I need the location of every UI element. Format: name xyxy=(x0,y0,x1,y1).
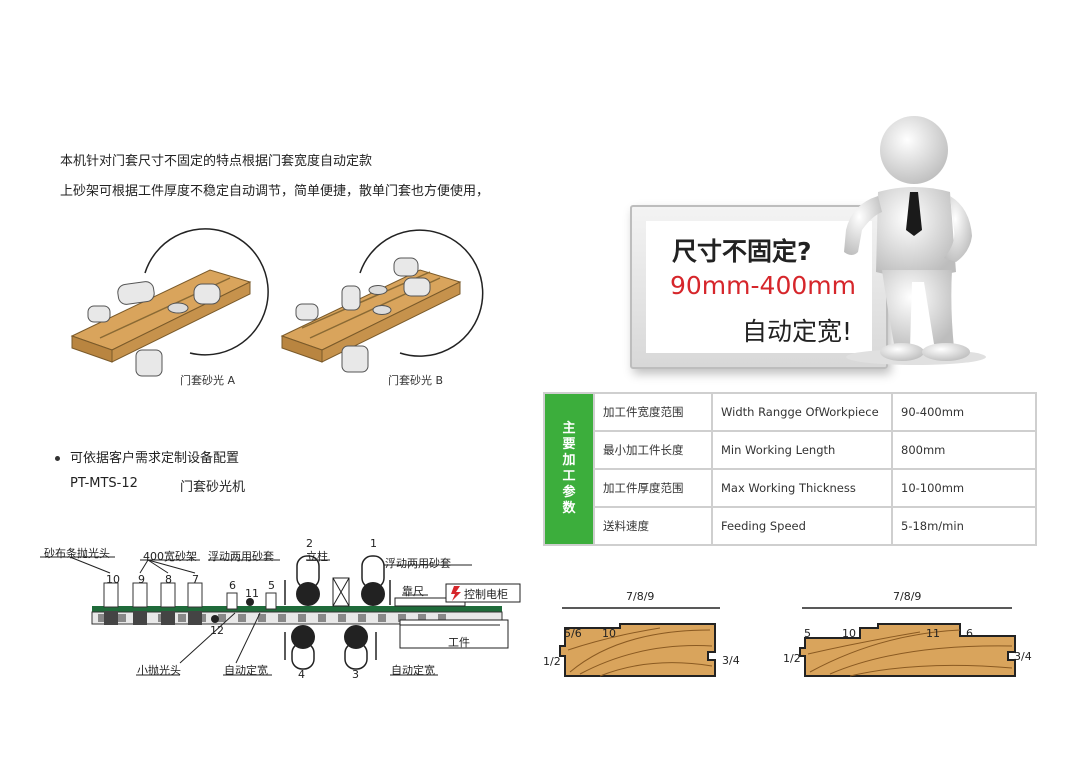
param-cn: 最小加工件长度 xyxy=(593,430,713,470)
table-row: 最小加工件长度 Min Working Length 800mm xyxy=(544,430,1037,470)
param-en: Min Working Length xyxy=(711,430,893,470)
profile-right-r1: 3/4 xyxy=(1014,650,1032,663)
params-table: 主要加工参数 加工件宽度范围 Width Rangge OfWorkpiece … xyxy=(543,392,1037,546)
profile-left xyxy=(559,607,720,677)
board-auto: 自动定宽! xyxy=(742,317,853,346)
machine-schematic xyxy=(40,555,521,676)
label-column: 立柱 xyxy=(306,550,328,563)
intro-line-1: 本机针对门套尺寸不固定的特点根据门套宽度自动定款 xyxy=(60,154,373,169)
table-row: 送料速度 Feeding Speed 5-18m/min xyxy=(544,506,1037,546)
machine-num: 2 xyxy=(306,537,313,550)
profile-left-l3: 1/2 xyxy=(543,655,561,668)
machine-num: 6 xyxy=(229,579,236,592)
label-small-head: 小抛光头 xyxy=(137,664,181,677)
profile-right-l3: 1/2 xyxy=(783,652,801,665)
profile-right-l2: 10 xyxy=(842,627,856,640)
machine-num: 7 xyxy=(192,573,199,586)
param-en: Feeding Speed xyxy=(711,506,893,546)
machine-num: 4 xyxy=(298,668,305,681)
label-float-right: 浮动两用砂套 xyxy=(385,557,451,570)
param-value: 800mm xyxy=(891,430,1037,470)
custom-note-text: 可依据客户需求定制设备配置 xyxy=(70,451,240,466)
label-auto-right: 自动定宽 xyxy=(391,664,435,677)
machine-num: 5 xyxy=(268,579,275,592)
table-row: 主要加工参数 加工件宽度范围 Width Rangge OfWorkpiece … xyxy=(543,392,1037,546)
profile-left-l1: 5/6 xyxy=(564,627,582,640)
machine-num: 11 xyxy=(245,587,259,600)
param-cn: 加工件厚度范围 xyxy=(593,468,713,508)
label-belt-head: 砂布条抛光头 xyxy=(44,547,110,560)
bullet-icon xyxy=(55,456,60,461)
info-board xyxy=(630,205,888,369)
param-value: 10-100mm xyxy=(891,468,1037,508)
figure-a-caption: 门套砂光 A xyxy=(180,374,236,387)
model-code: PT-MTS-12 xyxy=(70,476,138,491)
table-row: 加工件厚度范围 Max Working Thickness 10-100mm xyxy=(544,468,1037,508)
label-workpiece: 工件 xyxy=(448,636,470,649)
label-sand-frame: 400宽砂架 xyxy=(143,550,197,563)
profile-left-r1: 3/4 xyxy=(722,654,740,667)
param-value: 90-400mm xyxy=(891,392,1037,432)
profile-right xyxy=(799,607,1016,677)
label-auto-left: 自动定宽 xyxy=(224,664,268,677)
profile-right-m2: 6 xyxy=(966,627,973,640)
intro-line-2: 上砂架可根据工件厚度不稳定自动调节，简单便捷，散单门套也方便使用， xyxy=(60,184,490,199)
wood-profiles xyxy=(559,607,1016,677)
machine-num: 12 xyxy=(210,624,224,637)
board-range: 90mm-400mm xyxy=(670,271,856,300)
label-fence: 靠尺 xyxy=(402,585,424,598)
board-question: 尺寸不固定? xyxy=(672,237,812,266)
machine-num: 3 xyxy=(352,668,359,681)
profile-left-l2: 10 xyxy=(602,627,616,640)
machine-num: 8 xyxy=(165,573,172,586)
profile-right-m1: 11 xyxy=(926,627,940,640)
profile-right-l1: 5 xyxy=(804,627,811,640)
param-value: 5-18m/min xyxy=(891,506,1037,546)
machine-num: 1 xyxy=(370,537,377,550)
machine-num: 9 xyxy=(138,573,145,586)
param-en: Width Rangge OfWorkpiece xyxy=(711,392,893,432)
figure-b-caption: 门套砂光 B xyxy=(388,374,444,387)
figure-a-illustration xyxy=(70,228,269,377)
label-cabinet: 控制电柜 xyxy=(464,588,508,601)
custom-note: 可依据客户需求定制设备配置 xyxy=(55,447,239,466)
sanding-illustrations xyxy=(70,228,484,377)
lightning-icon xyxy=(451,586,461,601)
param-en: Max Working Thickness xyxy=(711,468,893,508)
mascot-figure-icon xyxy=(844,116,986,365)
params-side-title: 主要加工参数 xyxy=(543,392,595,546)
model-name: 门套砂光机 xyxy=(180,480,246,495)
param-cn: 加工件宽度范围 xyxy=(593,392,713,432)
profile-left-top: 7/8/9 xyxy=(626,590,655,603)
label-float-left: 浮动两用砂套 xyxy=(208,550,274,563)
profile-right-top: 7/8/9 xyxy=(893,590,922,603)
figure-b-illustration xyxy=(280,229,484,373)
machine-num: 10 xyxy=(106,573,120,586)
param-cn: 送料速度 xyxy=(593,506,713,546)
